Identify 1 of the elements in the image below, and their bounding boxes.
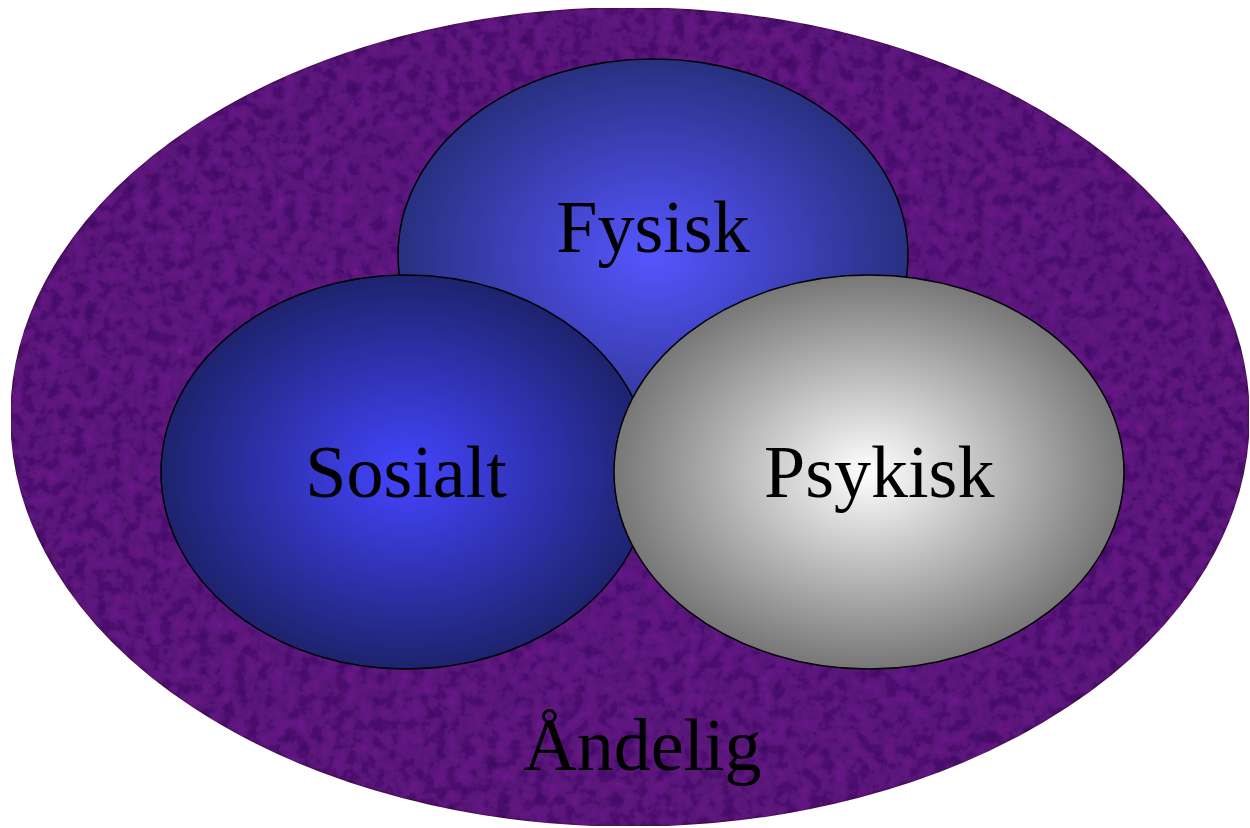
ellipse-label: Sosialt xyxy=(305,435,507,509)
